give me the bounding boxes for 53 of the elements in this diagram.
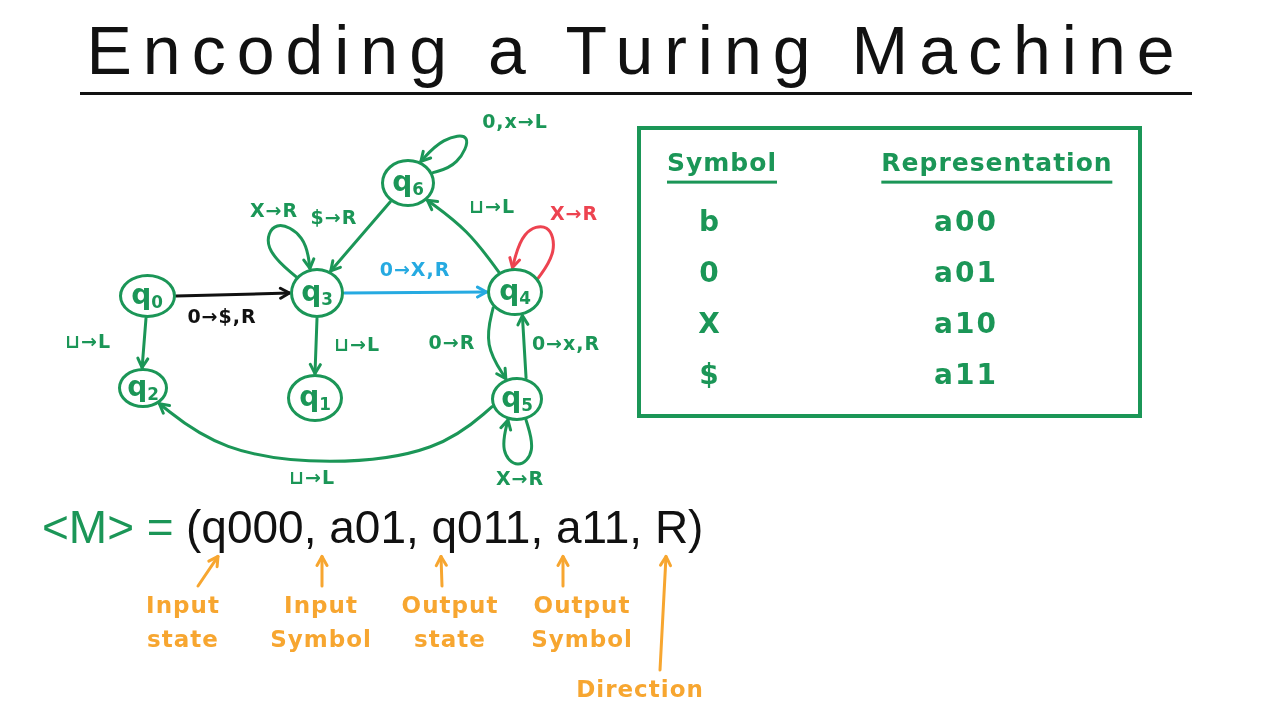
edge-label: 0→$,R	[185, 306, 259, 328]
symbol-text: $	[699, 358, 721, 392]
title: Encoding a Turing Machine	[80, 8, 1192, 95]
formula-text: <M> =	[42, 500, 174, 554]
state-label: q$_{2}$	[127, 373, 159, 403]
code-text: a10	[934, 307, 998, 341]
transition-arrow	[157, 402, 494, 463]
state-circle	[118, 274, 176, 318]
column-header: Representation	[881, 148, 1113, 184]
annotation-label: Input state	[146, 588, 220, 656]
state-circle	[287, 374, 343, 422]
annotation-label: Output state	[401, 588, 499, 656]
transition-arrow	[486, 306, 508, 381]
state-circle	[381, 159, 435, 207]
transition-arrow	[516, 314, 530, 380]
transition-arrow	[343, 285, 488, 299]
pointer-arrow	[315, 554, 329, 588]
self-loop-arrow	[419, 134, 469, 175]
code-text: a00	[934, 205, 998, 239]
self-loop-arrow	[266, 224, 316, 279]
state-label: q$_{3}$	[301, 278, 333, 308]
transition-arrow	[425, 198, 501, 274]
column-header: Symbol	[667, 148, 777, 184]
state-label: q$_{5}$	[501, 384, 533, 414]
symbol-text: 0	[699, 256, 721, 290]
self-loop-arrow	[499, 418, 534, 466]
state-circle	[487, 268, 543, 316]
symbol-text: X	[698, 307, 722, 341]
pointer-arrow	[434, 554, 448, 588]
transition-arrow	[329, 200, 392, 273]
state-circle	[491, 377, 543, 421]
state-circle	[290, 268, 344, 318]
state-label: q$_{0}$	[131, 281, 163, 311]
annotation-label: Input Symbol	[270, 588, 372, 656]
code-text: a11	[934, 358, 998, 392]
state-label: q$_{1}$	[299, 383, 331, 413]
transition-arrow	[136, 317, 150, 369]
state-circle	[118, 368, 168, 408]
state-label: q$_{4}$	[499, 277, 531, 307]
symbol-text: b	[699, 205, 721, 239]
edge-label: 0,x→L	[480, 111, 550, 133]
transition-arrow	[308, 317, 322, 375]
state-label: q$_{6}$	[392, 168, 424, 198]
pointer-arrow	[196, 554, 220, 588]
self-loop-arrow	[508, 225, 555, 280]
pointer-arrow	[658, 554, 672, 672]
transition-arrow	[174, 286, 291, 300]
formula-text: (q000, a01, q011, a11, R)	[186, 500, 704, 554]
pointer-arrow	[556, 554, 570, 588]
code-text: a01	[934, 256, 998, 290]
annotation-label: Output Symbol	[531, 588, 633, 656]
annotation-label: Direction	[576, 672, 704, 706]
table-panel	[637, 126, 1142, 418]
